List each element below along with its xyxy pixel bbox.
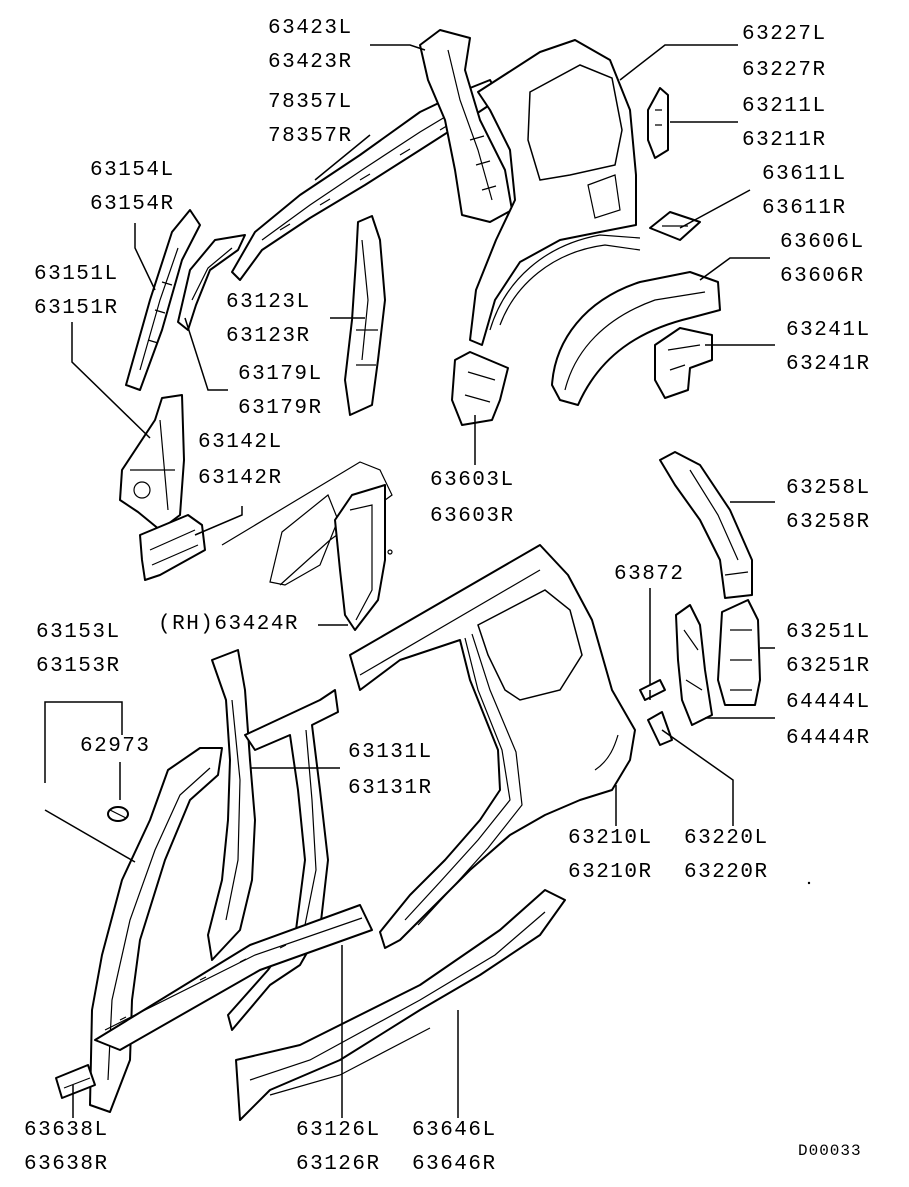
label-63611-right: 63611R [762,197,847,220]
label-63227-right: 63227R [742,59,827,82]
label-63211-left: 63211L [742,95,827,118]
label-63153-right: 63153R [36,655,121,678]
rear-pillar-upper-part [659,451,753,599]
label-63142-right: 63142R [198,467,283,490]
label-64444-right: 64444R [786,727,871,750]
label-63258-left: 63258L [786,477,871,500]
stiffener-63424-part [334,484,393,631]
label-63154-right: 63154R [90,193,175,216]
label-78357-left: 78357L [268,91,353,114]
label-63123-left: 63123L [226,291,311,314]
label-63151-left: 63151L [34,263,119,286]
label-63606-left: 63606L [780,231,865,254]
bracket-63638-part [55,1064,96,1099]
label-63423-left: 63423L [268,17,353,40]
rear-pillar-lower-part [717,599,761,706]
label-63123-right: 63123R [226,325,311,348]
clip-63872-part [639,679,666,701]
label-63638-right: 63638R [24,1153,109,1176]
label-63151-right: 63151R [34,297,119,320]
label-63606-right: 63606R [780,265,865,288]
label-63126-right: 63126R [296,1153,381,1176]
quarter-inner-panel-part [469,39,641,346]
bracket-63142-part [139,514,206,581]
center-pillar-inner-part [344,215,386,416]
sill-inner-part [94,904,373,1051]
label-63179-left: 63179L [238,363,323,386]
label-63131-left: 63131L [348,741,433,764]
label-63251-right: 63251R [786,655,871,678]
label-63210-left: 63210L [568,827,653,850]
label-63423-right: 63423R [268,51,353,74]
label-63211-right: 63211R [742,129,827,152]
label-63251-left: 63251L [786,621,871,644]
label-63220-left: 63220L [684,827,769,850]
speck-dot [807,881,811,885]
label-63153-left: 63153L [36,621,121,644]
grommet-62973-part [107,806,129,822]
label-63646-left: 63646L [412,1119,497,1142]
label-63241-left: 63241L [786,319,871,342]
label-63241-right: 63241R [786,353,871,376]
label-63126-left: 63126L [296,1119,381,1142]
reinforcement-63179-part [177,234,246,331]
label-63646-right: 63646R [412,1153,497,1176]
a-pillar-upper-part [125,209,201,391]
label-63179-right: 63179R [238,397,323,420]
leader-lines [44,44,775,1118]
label-63227-left: 63227L [742,23,827,46]
front-pillar-lower-part [119,394,185,531]
panel-63603-part [451,351,509,426]
label-63603-right: 63603R [430,505,515,528]
label-63210-right: 63210R [568,861,653,884]
label-63142-left: 63142L [198,431,283,454]
bracket-63211-part [647,87,669,159]
front-pillar-outer-part [89,747,223,1113]
bracket-63241-part [654,327,713,399]
label-63611-left: 63611L [762,163,847,186]
label-63424-rh: (RH)63424R [158,613,300,636]
bracket-64444-part [675,604,713,726]
label-63258-right: 63258R [786,511,871,534]
label-63220-right: 63220R [684,861,769,884]
label-62973: 62973 [80,735,151,758]
label-78357-right: 78357R [268,125,353,148]
plate-63611-part [649,211,701,241]
label-63872: 63872 [614,563,685,586]
label-63603-left: 63603L [430,469,515,492]
wheelhouse-part [551,271,721,406]
label-63638-left: 63638L [24,1119,109,1142]
label-64444-left: 64444L [786,691,871,714]
label-63131-right: 63131R [348,777,433,800]
drawing-code: D00033 [798,1142,862,1160]
label-63154-left: 63154L [90,159,175,182]
clip-63220-part [647,711,673,746]
sill-outer-part [235,889,566,1121]
outer-side-panel-part [349,544,636,949]
